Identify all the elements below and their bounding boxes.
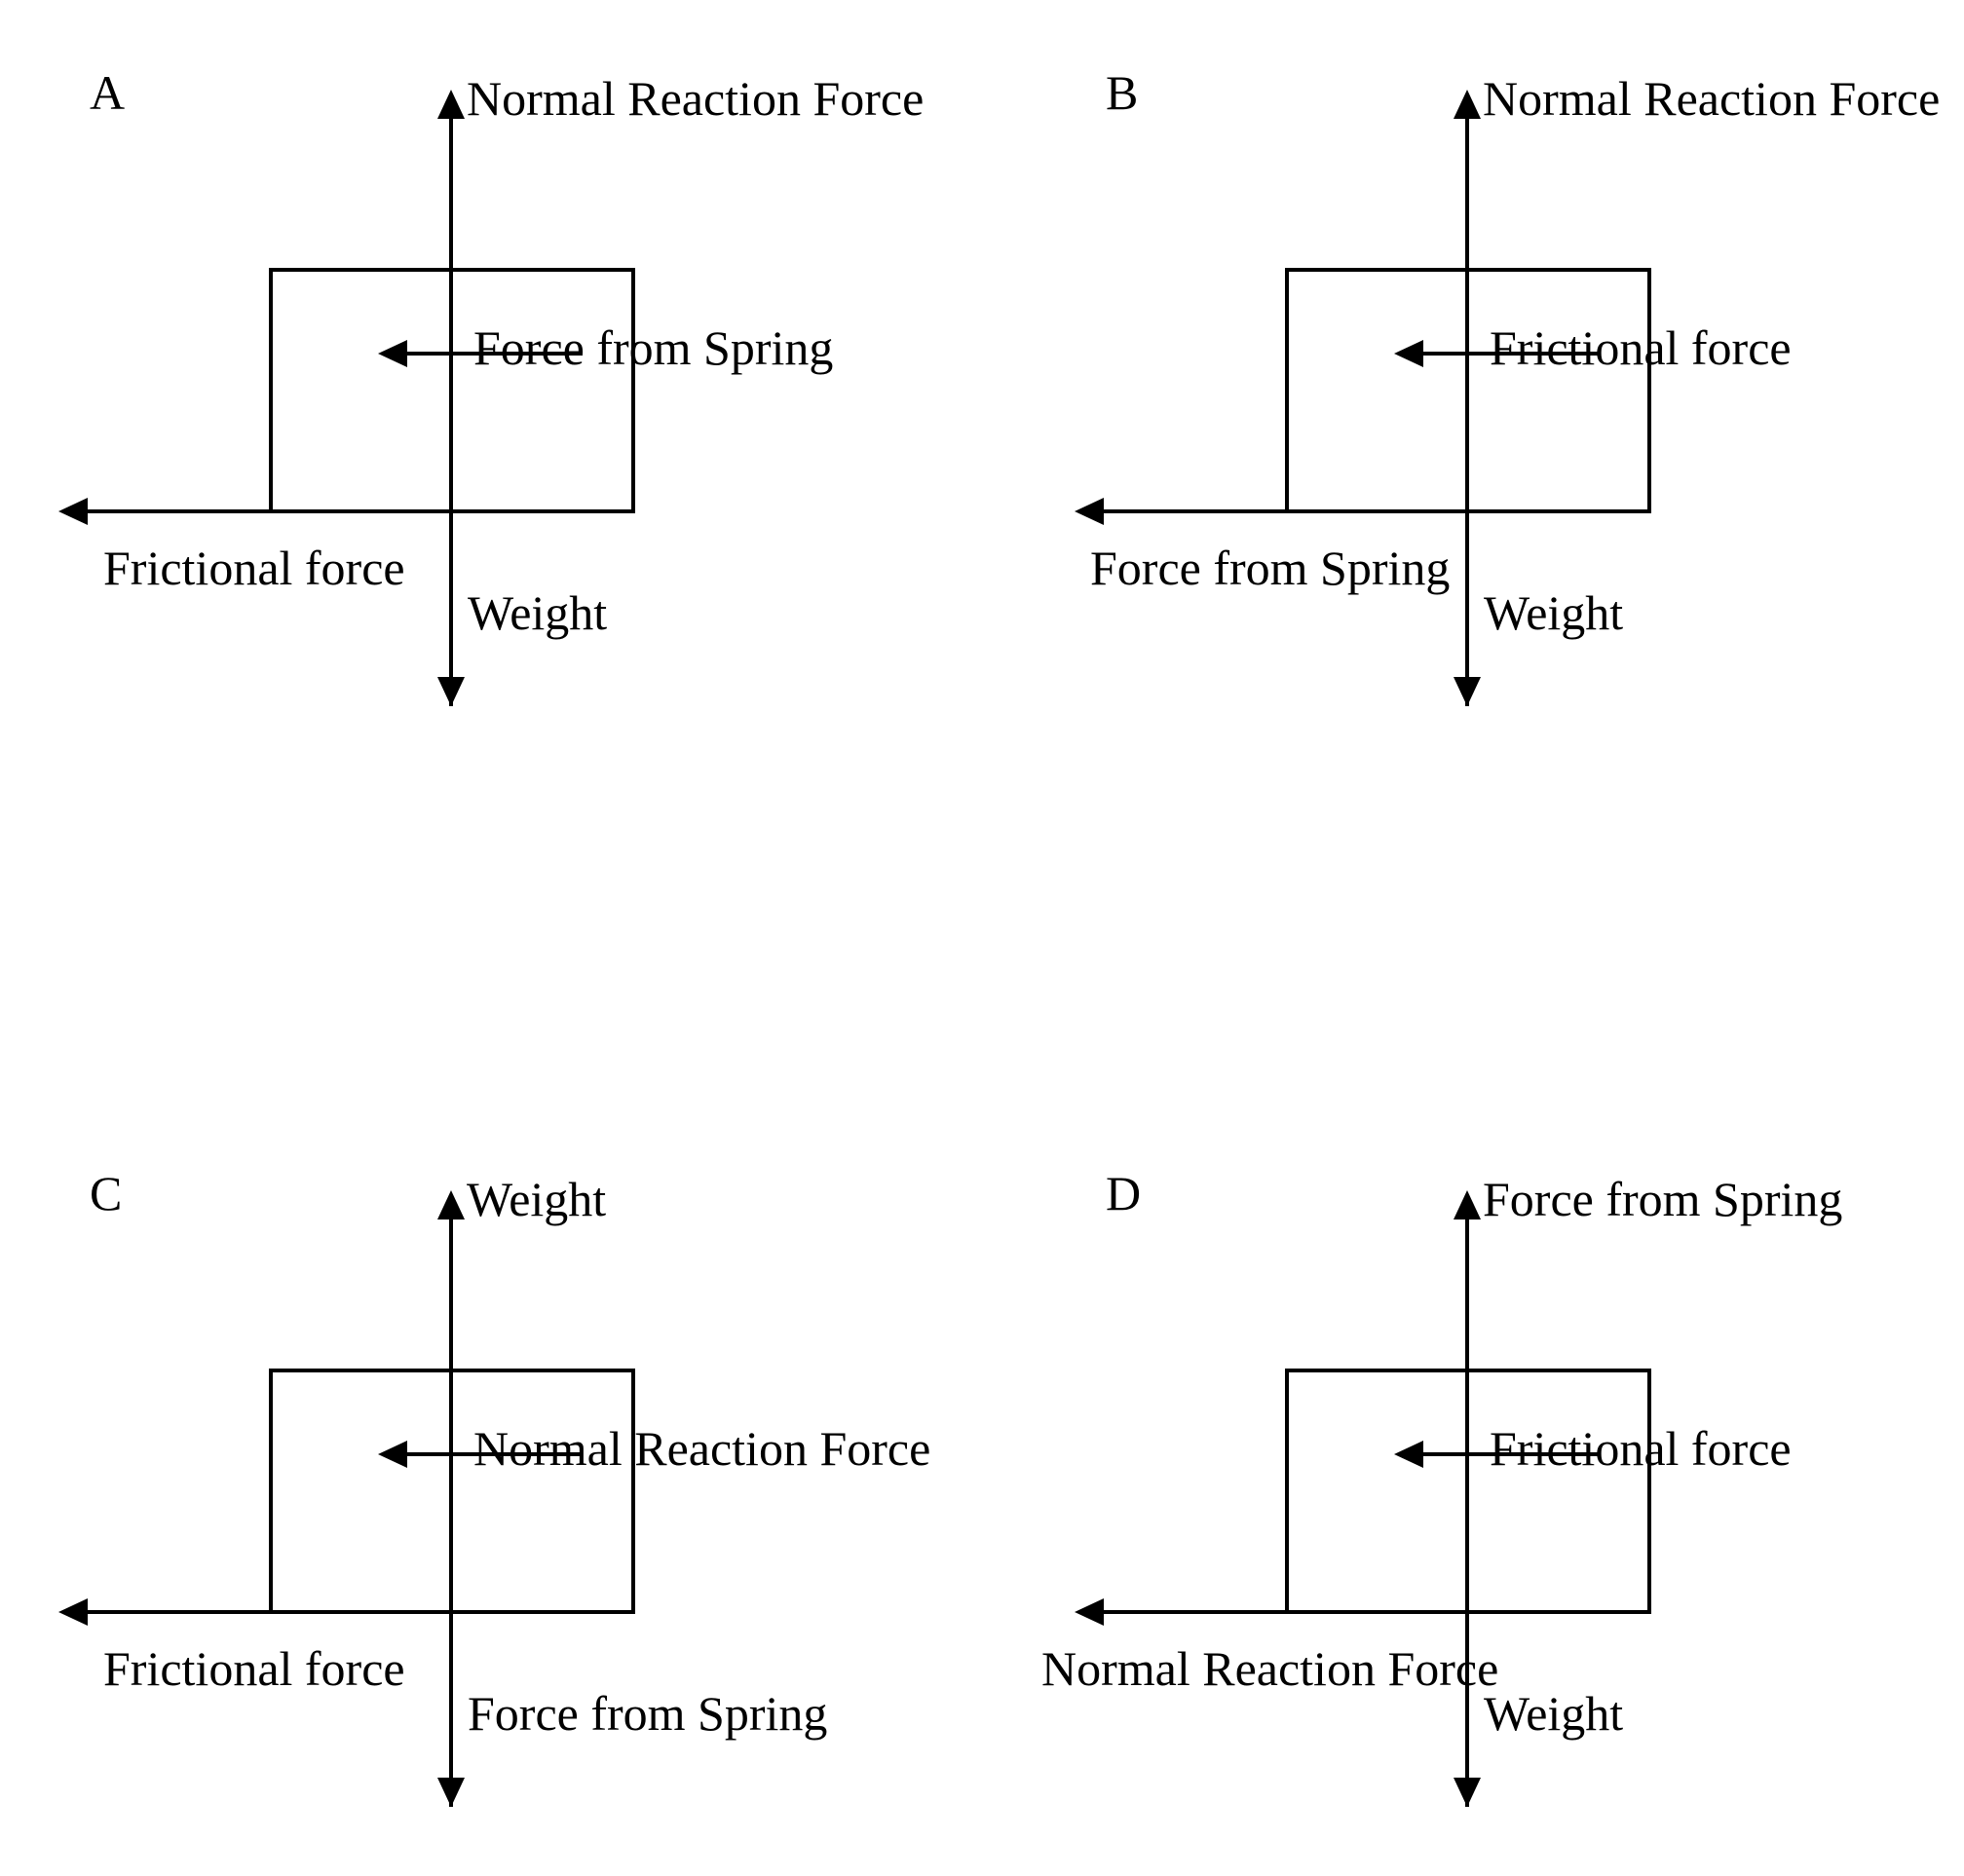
arrow-inner [1394,1441,1599,1468]
panel-c: C Weight Normal Reaction Force Frictiona… [58,1166,930,1807]
panel-letter: C [90,1166,122,1220]
arrow-inner [378,340,583,367]
arrow-up-label: Normal Reaction Force [467,71,924,126]
arrow-left-label: Force from Spring [1090,541,1450,595]
arrow-inner [1394,340,1599,367]
arrow-inner-label: Force from Spring [473,320,833,375]
arrow-inner-label: Normal Reaction Force [473,1421,930,1476]
arrow-up-label: Force from Spring [1483,1172,1842,1226]
arrow-left-label: Frictional force [103,541,405,595]
arrow-down [437,1490,465,1807]
panel-a: A Normal Reaction Force Force from Sprin… [58,65,924,706]
arrow-left-label: Frictional force [103,1641,405,1696]
panel-letter: D [1106,1166,1141,1220]
panel-letter: A [90,65,125,120]
arrow-down-label: Weight [468,585,607,640]
arrow-inner [378,1441,583,1468]
arrow-down [1454,1490,1481,1807]
arrow-inner-label: Frictional force [1490,320,1792,375]
arrow-left [1075,498,1287,525]
panel-b: B Normal Reaction Force Frictional force… [1075,65,1940,706]
arrow-down [437,390,465,706]
arrow-up-label: Weight [467,1172,606,1226]
arrow-left [58,498,271,525]
arrow-down [1454,390,1481,706]
arrow-left [58,1598,271,1626]
arrow-left-label: Normal Reaction Force [1041,1641,1498,1696]
arrow-down-label: Weight [1484,585,1623,640]
arrow-down-label: Weight [1484,1686,1623,1741]
arrow-left [1075,1598,1287,1626]
panel-d: D Force from Spring Frictional force Nor… [1041,1166,1842,1807]
arrow-down-label: Force from Spring [468,1686,827,1741]
arrow-inner-label: Frictional force [1490,1421,1792,1476]
arrow-up-label: Normal Reaction Force [1483,71,1940,126]
panel-letter: B [1106,65,1138,120]
